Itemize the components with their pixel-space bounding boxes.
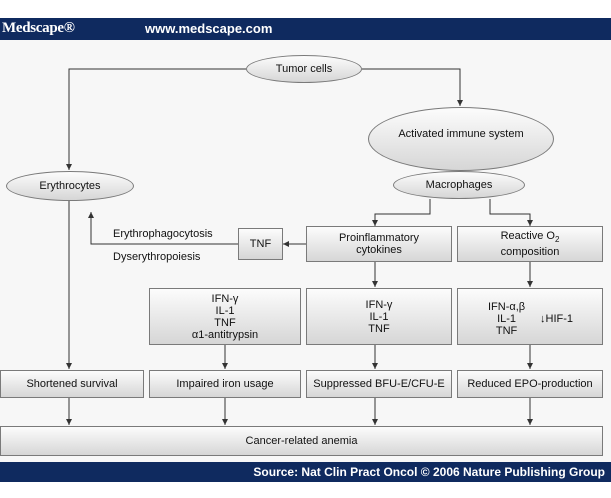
node-tumor-cells: Tumor cells [246, 55, 362, 83]
edge-tnf-erythrocytes [88, 212, 238, 245]
source-citation: Source: Nat Clin Pract Oncol © 2006 Natu… [253, 465, 605, 479]
node-macrophages: Macrophages [393, 171, 525, 199]
node-cytokines-right: IFN-α,β IL-1 TNF ↓HIF-1 [457, 288, 603, 345]
node-erythrocytes: Erythrocytes [6, 171, 134, 201]
header-bar: Medscape® www.medscape.com [0, 18, 611, 40]
node-reactive-o2-composition: Reactive O2 composition [457, 226, 603, 262]
node-proinflammatory-cytokines: Proinflammatory cytokines [306, 226, 452, 262]
node-reduced-epo-production: Reduced EPO-production [457, 370, 603, 398]
label-dyserythropoiesis: Dyserythropoiesis [113, 251, 201, 263]
cytokines-right-list: IFN-α,β IL-1 TNF [488, 301, 526, 337]
node-suppressed-bfu-cfu: Suppressed BFU-E/CFU-E [306, 370, 452, 398]
edge-macrophages-reactive [489, 199, 533, 226]
reactive-o2-line2: composition [500, 246, 560, 259]
site-url: www.medscape.com [145, 21, 273, 36]
node-impaired-iron-usage: Impaired iron usage [149, 370, 301, 398]
node-shortened-survival: Shortened survival [0, 370, 144, 398]
hif-label: ↓HIF-1 [540, 313, 573, 325]
node-cytokines-left: IFN-γ IL-1 TNF α1-antitrypsin [149, 288, 301, 345]
edge-tumor-erythrocytes [66, 68, 246, 170]
medscape-logo: Medscape® [2, 20, 75, 36]
node-cytokines-middle: IFN-γ IL-1 TNF [306, 288, 452, 345]
edge-tumor-immune [362, 68, 463, 106]
footer-bar: Source: Nat Clin Pract Oncol © 2006 Natu… [0, 462, 611, 482]
edge-macrophages-proinflammatory [372, 199, 431, 226]
reactive-o2-line1: Reactive O2 [500, 229, 560, 245]
node-tnf: TNF [238, 228, 283, 260]
label-erythrophagocytosis: Erythrophagocytosis [113, 228, 213, 240]
node-cancer-related-anemia: Cancer-related anemia [0, 426, 603, 456]
node-activated-immune-system: Activated immune system [368, 107, 554, 171]
